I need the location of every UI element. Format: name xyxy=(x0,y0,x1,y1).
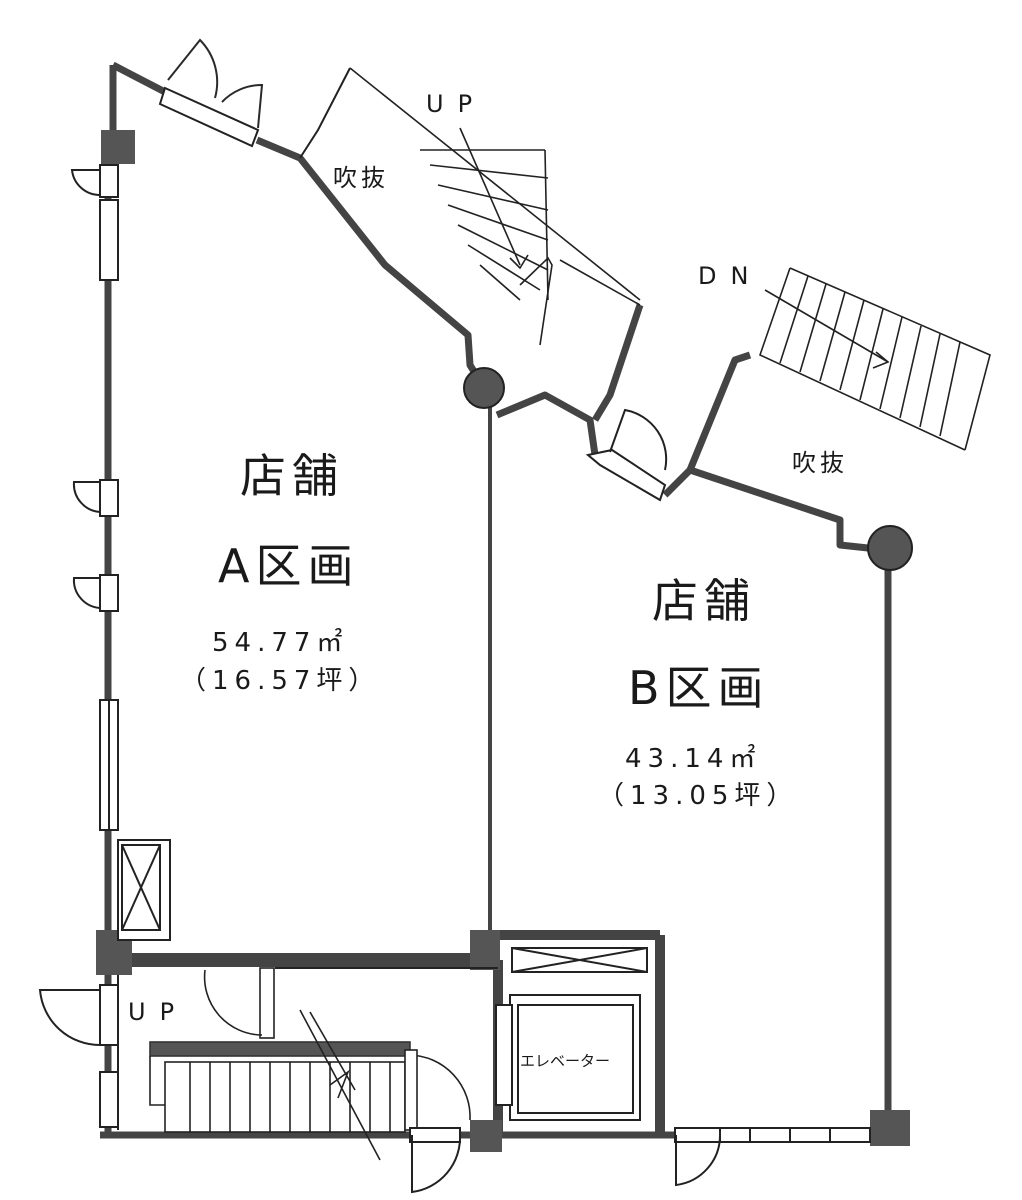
unit-b-name-line2: B区画 xyxy=(628,661,770,715)
stair-upper xyxy=(299,67,641,346)
stair-up-label-top: UP xyxy=(426,90,487,118)
stair-right xyxy=(759,267,991,451)
bottom-openings xyxy=(409,1127,871,1194)
unit-b-name-line1: 店舗 xyxy=(652,574,756,628)
wall-blocks xyxy=(96,130,910,1152)
core-inner xyxy=(117,967,498,1130)
stair-down-label: DN xyxy=(698,262,763,290)
unit-b-area-tsubo: （13.05坪） xyxy=(598,781,799,811)
pipe-shaft xyxy=(117,839,171,941)
unit-a-name-line2: A区画 xyxy=(218,539,360,593)
stair-lower xyxy=(149,967,471,1161)
stair-up-label-bottom: UP xyxy=(128,998,189,1026)
void-label-right: 吹抜 xyxy=(792,449,848,477)
column-center xyxy=(463,367,505,409)
unit-b-area-m2: 43.14㎡ xyxy=(625,744,762,774)
exterior-walls xyxy=(100,61,892,1139)
door-top-left xyxy=(158,38,264,148)
void-label-upper: 吹抜 xyxy=(333,164,389,192)
left-wall-openings xyxy=(38,164,119,1128)
unit-a-name-line1: 店舗 xyxy=(240,449,344,503)
door-center xyxy=(585,408,668,502)
unit-a-area-tsubo: （16.57坪） xyxy=(180,666,381,696)
unit-a-area-m2: 54.77㎡ xyxy=(212,628,349,658)
column-right xyxy=(867,525,913,571)
elevator-label: エレベーター xyxy=(520,1052,611,1070)
elevator-core xyxy=(495,947,648,1121)
